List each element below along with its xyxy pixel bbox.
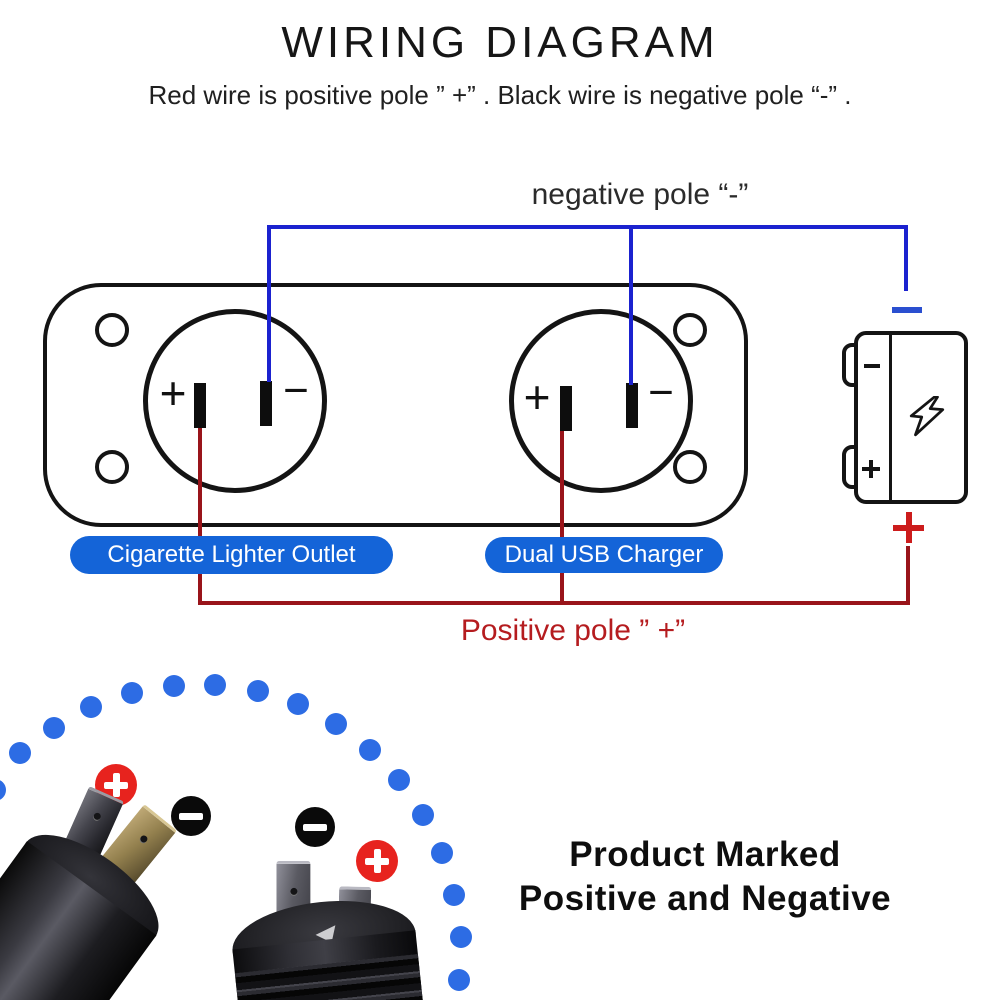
negative-pole-label: negative pole “-” [531, 178, 749, 211]
negative-wire-horizontal [267, 225, 908, 229]
battery-divider [889, 335, 892, 500]
minus-symbol: − [283, 366, 309, 415]
minus-badge-icon [171, 796, 211, 836]
plus-symbol: + [159, 367, 187, 419]
screw-hole [673, 450, 707, 484]
negative-wire-drop-middle [629, 225, 633, 385]
usb-plug-photo: + ( [215, 840, 433, 1000]
badge-bar [373, 849, 381, 873]
arc-dot [287, 693, 309, 715]
badge-bar [112, 773, 120, 797]
badge-bar [179, 812, 203, 820]
battery-negative-mark [892, 307, 922, 313]
subtitle-text: Red wire is positive pole ” +” . Black w… [148, 80, 852, 110]
dual-usb-socket [509, 309, 693, 493]
arc-dot [121, 682, 143, 704]
arc-dot [204, 674, 226, 696]
arc-dot [247, 680, 269, 702]
badge-bar [303, 823, 327, 831]
positive-wire-drop-left [198, 428, 202, 605]
positive-terminal-bar [560, 386, 572, 431]
terminal-hole [92, 811, 102, 821]
cigarette-plug-photo [0, 786, 183, 1000]
arc-dot [163, 675, 185, 697]
plus-symbol: + [523, 371, 551, 423]
product-note: Product Marked Positive and Negative [505, 833, 905, 921]
screw-hole [95, 313, 129, 347]
product-note-line1: Product Marked [569, 835, 841, 874]
plus-badge-icon [356, 840, 398, 882]
negative-terminal-bar [260, 381, 272, 426]
arc-dot [359, 739, 381, 761]
plug-threads [0, 962, 69, 1000]
negative-terminal-bar [626, 383, 638, 428]
dual-usb-charger-label: Dual USB Charger [485, 537, 723, 573]
plug-threads [234, 954, 427, 1000]
product-note-line2: Positive and Negative [518, 879, 892, 918]
positive-terminal-bar [194, 383, 206, 428]
arc-dot [448, 969, 470, 991]
terminal-hole [138, 833, 149, 844]
battery [854, 331, 968, 504]
minus-badge-icon [295, 807, 335, 847]
battery-plus-label [869, 460, 873, 478]
minus-symbol: − [648, 368, 674, 417]
terminal-hole [289, 887, 297, 895]
cigarette-lighter-socket [143, 309, 327, 493]
lightning-icon [909, 396, 945, 437]
cigarette-lighter-outlet-label: Cigarette Lighter Outlet [70, 536, 393, 574]
positive-pole-label: Positive pole ” +” [460, 614, 686, 647]
arc-dot [450, 926, 472, 948]
arc-dot [325, 713, 347, 735]
battery-positive-mark [905, 512, 912, 543]
arc-dot [0, 779, 6, 801]
page-title: WIRING DIAGRAM [281, 18, 719, 67]
positive-wire-riser-battery [906, 546, 910, 603]
arc-dot [412, 804, 434, 826]
arc-dot [443, 884, 465, 906]
positive-wire-drop-middle [560, 431, 564, 605]
arc-dot [388, 769, 410, 791]
arc-dot [80, 696, 102, 718]
screw-hole [673, 313, 707, 347]
arc-dot [9, 742, 31, 764]
positive-wire-horizontal [198, 601, 910, 605]
negative-wire-drop-left [267, 225, 271, 382]
battery-minus-label [864, 364, 880, 368]
arc-dot [43, 717, 65, 739]
arc-dot [431, 842, 453, 864]
negative-wire-drop-battery [904, 225, 908, 291]
screw-hole [95, 450, 129, 484]
